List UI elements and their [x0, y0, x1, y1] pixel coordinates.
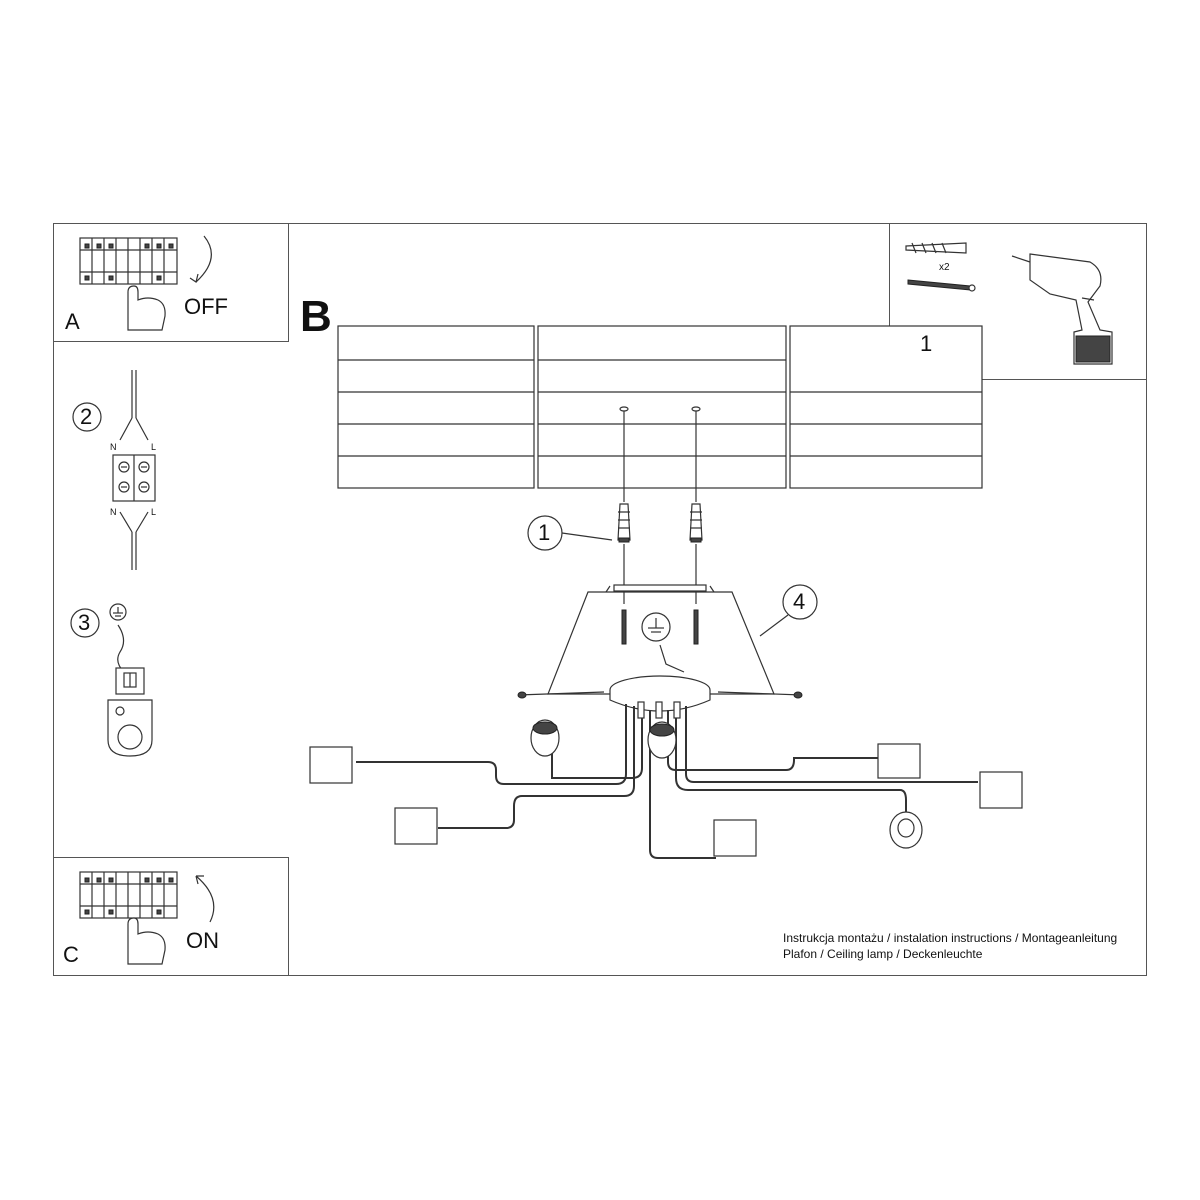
tools-quantity: x2 — [939, 262, 950, 273]
footer-line-1: Instrukcja montażu / instalation instruc… — [783, 931, 1118, 945]
hand-icon — [127, 917, 166, 965]
curved-arrow-icon — [195, 875, 215, 923]
step-3-number: 3 — [78, 610, 91, 635]
mounting-plate — [517, 584, 803, 699]
wiring-label-n-top: N — [110, 442, 117, 452]
panel-tools — [889, 223, 1147, 380]
wall-plug-icon — [905, 242, 967, 254]
terminal-block-icon — [112, 454, 156, 502]
tools-step-number: 1 — [920, 331, 933, 356]
screw-icon — [907, 279, 976, 292]
lamp-step-number: 4 — [793, 589, 806, 614]
ceiling-lamp — [309, 675, 1023, 859]
hand-icon — [127, 285, 166, 331]
anchors-step-number: 1 — [538, 520, 551, 545]
instruction-sheet — [53, 223, 1147, 976]
panel-c-state: ON — [186, 928, 219, 953]
panel-b-letter: B — [300, 292, 332, 341]
wiring-label-l-top: L — [151, 442, 157, 452]
drill-icon — [1011, 253, 1113, 365]
curved-arrow-icon — [189, 235, 212, 283]
wiring-diagram — [72, 370, 156, 570]
panel-c — [53, 857, 289, 976]
wall-anchors — [527, 503, 703, 604]
panel-a-state: OFF — [184, 294, 228, 319]
circuit-breaker-icon — [79, 237, 178, 285]
panel-a — [53, 223, 289, 342]
lamp-socket-icon — [309, 719, 1023, 857]
footer-line-2: Plafon / Ceiling lamp / Deckenleuchte — [783, 947, 983, 961]
mounting-bracket-icon — [107, 667, 153, 757]
wiring-label-l-bottom: L — [151, 507, 157, 517]
step-2-number: 2 — [80, 404, 93, 429]
panel-a-letter: A — [65, 309, 80, 334]
ground-connection — [70, 603, 153, 757]
ceiling-boards — [337, 325, 983, 502]
wiring-label-n-bottom: N — [110, 507, 117, 517]
panel-c-letter: C — [63, 942, 79, 967]
circuit-breaker-icon — [79, 871, 178, 919]
